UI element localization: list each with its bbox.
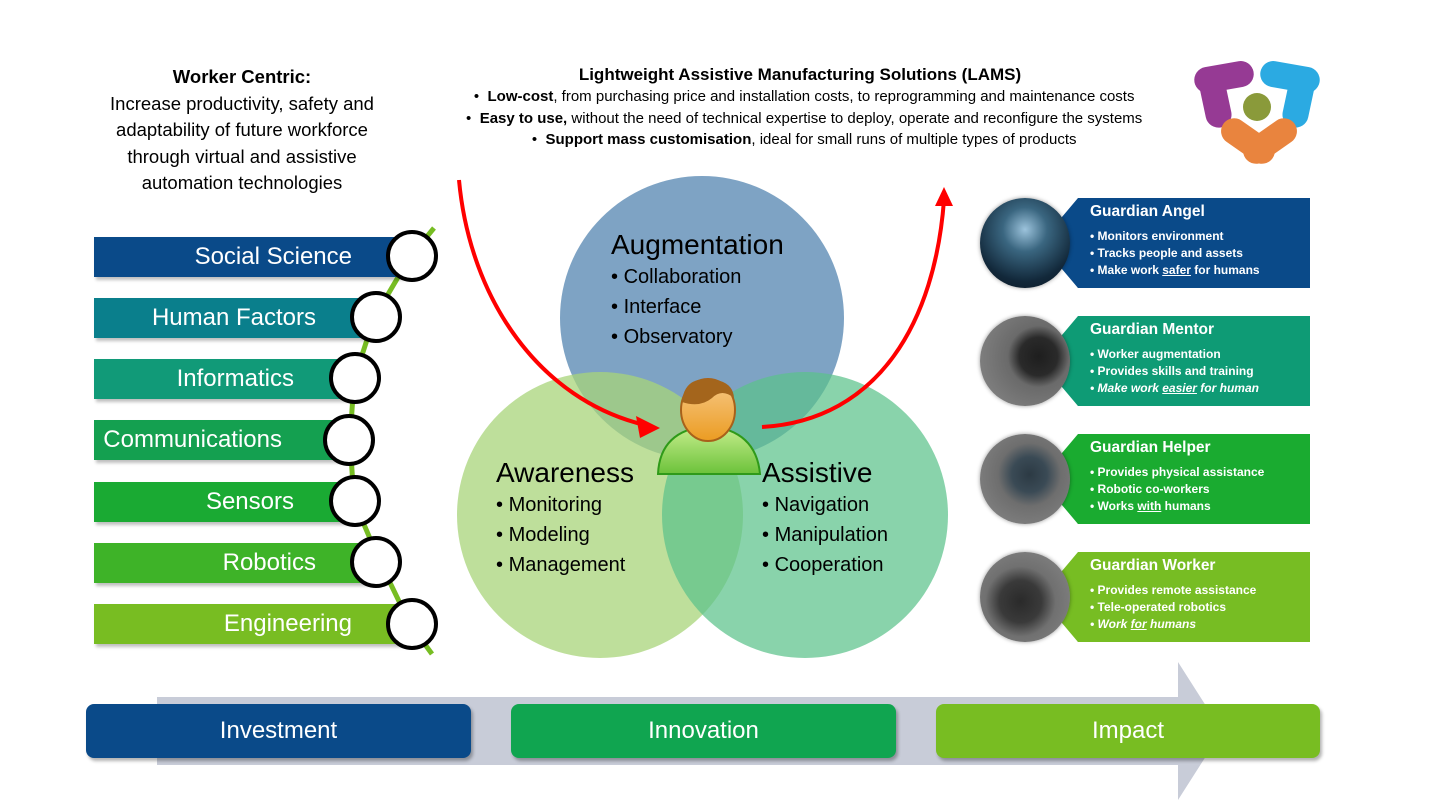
guardian-title: Guardian Helper [1090, 439, 1211, 456]
guardian-card-background [1040, 552, 1310, 642]
guardian-card-background [1040, 434, 1310, 524]
stage-impact: Impact [936, 704, 1320, 758]
guardian-title: Guardian Worker [1090, 557, 1216, 574]
flow-arrow-in [457, 179, 646, 427]
stage-innovation: Innovation [511, 704, 896, 758]
guardian-mentor-image [980, 316, 1070, 406]
discipline-label: Human Factors [151, 304, 316, 331]
venn-item: • Cooperation [762, 554, 884, 576]
discipline-node-circle [350, 536, 402, 588]
venn-item: • Modeling [496, 524, 590, 546]
flow-arrow-out [761, 199, 946, 429]
venn-assistive-text: Assistive • Navigation • Manipulation • … [762, 456, 888, 580]
guardian-list: • Provides remote assistance • Tele-oper… [1090, 583, 1257, 631]
venn-item: • Management [496, 554, 626, 576]
discipline-node-circle [329, 352, 381, 404]
venn-item: • Navigation [762, 494, 870, 516]
discipline-bar-sensors: Sensors [94, 482, 356, 522]
venn-item: • Observatory [611, 326, 733, 348]
lams-bullet: •Easy to use, without the need of techni… [466, 109, 1143, 127]
guardian-card-worker: Guardian Worker • Provides remote assist… [980, 552, 1312, 644]
guardian-angel-image [980, 198, 1070, 288]
venn-augmentation-title: Augmentation [611, 229, 784, 260]
lams-bullet-text: , from purchasing price and installation… [553, 88, 1135, 105]
guardian-title: Guardian Mentor [1090, 321, 1215, 338]
guardian-card-background [1040, 198, 1310, 288]
worker-person-icon [656, 378, 762, 475]
guardian-card-mentor: Guardian Mentor • Worker augmentation • … [980, 316, 1312, 408]
worker-centric-title: Worker Centric: [172, 66, 312, 87]
venn-awareness-title: Awareness [496, 457, 635, 488]
discipline-label: Informatics [176, 365, 294, 392]
discipline-node-circle [386, 230, 438, 282]
discipline-node-circle [386, 598, 438, 650]
discipline-label: Robotics [222, 549, 316, 576]
stage-label: Investment [219, 717, 338, 744]
guardian-list: • Monitors environment • Tracks people a… [1090, 229, 1260, 277]
venn-assistive-title: Assistive [762, 457, 873, 488]
guardian-helper-image [980, 434, 1070, 524]
arrow-head-icon [636, 416, 660, 438]
stage-investment: Investment [86, 704, 471, 758]
venn-item: • Interface [611, 296, 702, 318]
discipline-bar-human-factors: Human Factors [94, 298, 378, 338]
venn-item: • Manipulation [762, 524, 888, 546]
lams-bullet: •Low-cost, from purchasing price and ins… [473, 88, 1135, 105]
guardian-card-helper: Guardian Helper • Provides physical assi… [980, 434, 1312, 526]
guardian-list: • Worker augmentation • Provides skills … [1090, 347, 1259, 395]
lams-bullet-bold: Easy to use, [479, 109, 568, 127]
discipline-label: Sensors [205, 488, 294, 515]
guardian-title: Guardian Angel [1090, 203, 1205, 220]
worker-centric-line: adaptability of future workforce [116, 119, 368, 140]
discipline-label: Engineering [223, 610, 352, 637]
discipline-bar-robotics: Robotics [94, 543, 378, 583]
guardian-card-angel: Guardian Angel • Monitors environment • … [980, 198, 1312, 290]
arrow-head-icon [935, 187, 953, 206]
worker-centric-statement: Worker Centric: Increase productivity, s… [62, 64, 422, 197]
discipline-label: Social Science [194, 243, 352, 270]
lams-bullet-text: without the need of technical expertise … [567, 109, 1143, 127]
venn-item: • Collaboration [611, 266, 742, 288]
lams-bullet-text: , ideal for small runs of multiple types… [751, 131, 1077, 148]
venn-item: • Monitoring [496, 494, 602, 516]
discipline-bar-engineering: Engineering [94, 604, 414, 644]
lams-bullet: •Support mass customisation, ideal for s… [531, 131, 1077, 148]
venn-augmentation-text: Augmentation • Collaboration • Interface… [611, 228, 784, 352]
lams-title: Lightweight Assistive Manufacturing Solu… [578, 65, 1022, 84]
discipline-bar-informatics: Informatics [94, 359, 356, 399]
discipline-node-circle [350, 291, 402, 343]
discipline-bar-social-science: Social Science [94, 237, 414, 277]
worker-centric-line: Increase productivity, safety and [110, 92, 374, 114]
stage-label: Innovation [648, 717, 759, 744]
organization-logo-icon [1194, 61, 1320, 164]
discipline-node-circle [323, 414, 375, 466]
worker-centric-line: automation technologies [141, 172, 343, 193]
discipline-label: Communications [103, 426, 282, 453]
lams-bullet-bold: Support mass customisation [545, 131, 752, 148]
guardian-card-background [1040, 316, 1310, 406]
discipline-node-circle [329, 475, 381, 527]
guardian-list: • Provides physical assistance • Robotic… [1090, 465, 1265, 513]
worker-centric-line: through virtual and assistive [127, 145, 357, 167]
lams-section: Lightweight Assistive Manufacturing Solu… [405, 64, 1195, 151]
lams-bullet-bold: Low-cost [487, 88, 554, 105]
guardian-worker-image [980, 552, 1070, 642]
venn-awareness-text: Awareness • Monitoring • Modeling • Mana… [496, 456, 634, 580]
stage-label: Impact [1091, 717, 1165, 744]
discipline-bar-communications: Communications [94, 420, 344, 460]
